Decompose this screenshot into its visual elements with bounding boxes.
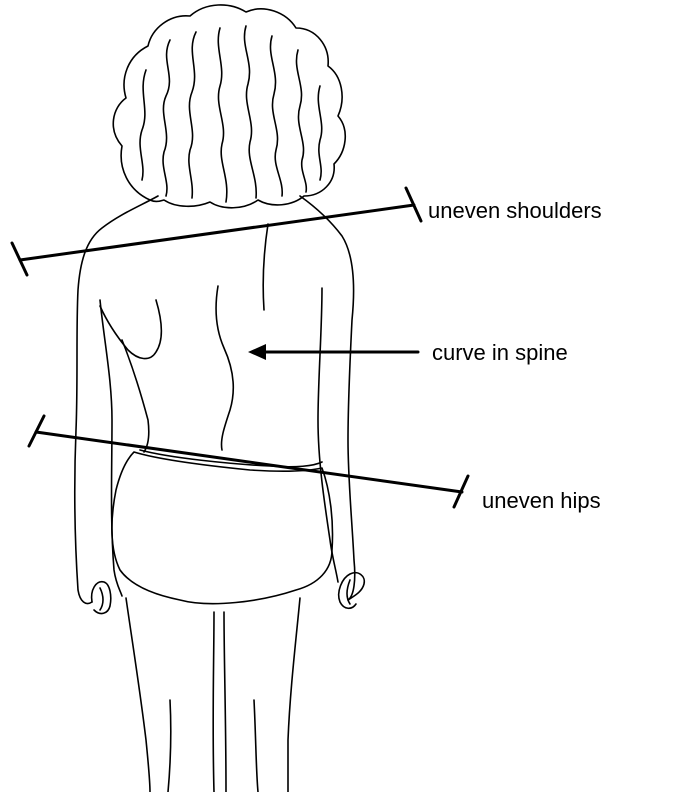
spine-arrow-head (248, 344, 266, 360)
right-leg-outer (288, 598, 300, 792)
calf-left (168, 700, 171, 792)
hair-waves (140, 26, 322, 202)
upper-back-crease (263, 224, 268, 310)
leg-gap-left (213, 612, 214, 792)
left-arm-inner (100, 300, 122, 596)
shoulders-line (20, 205, 414, 260)
label-uneven-shoulders: uneven shoulders (428, 198, 602, 224)
label-curve-in-spine: curve in spine (432, 340, 568, 366)
left-leg-outer (126, 598, 150, 792)
body-outline-left (75, 196, 158, 604)
spine-curve (216, 286, 233, 450)
body-outline-right (300, 196, 355, 600)
calf-right (254, 700, 258, 792)
underwear-outline (112, 452, 333, 604)
label-uneven-hips: uneven hips (482, 488, 601, 514)
shoulder-blade (100, 300, 161, 359)
right-hand (339, 573, 365, 609)
hips-line (36, 432, 462, 492)
hips-line-cap-left (29, 416, 44, 446)
leg-gap-right (224, 612, 226, 792)
hair-outline (113, 5, 345, 208)
right-arm-inner (318, 288, 338, 582)
armpit-left (122, 340, 149, 452)
left-hand (92, 582, 111, 614)
